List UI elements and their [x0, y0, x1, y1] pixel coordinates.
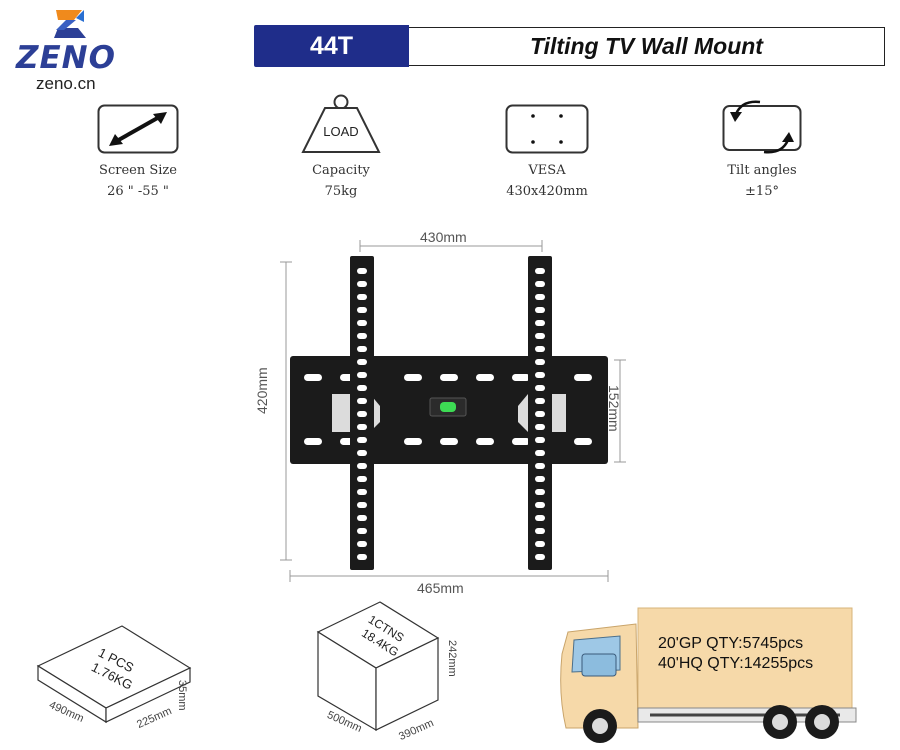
spec-label: Capacity	[312, 163, 370, 178]
arm-slot	[535, 294, 545, 300]
title-banner: Tilting TV Wall Mount	[409, 27, 885, 66]
brand-url: zeno.cn	[36, 74, 96, 93]
arm-slot	[535, 372, 545, 378]
arm-slot	[535, 307, 545, 313]
arm-slot	[535, 359, 545, 365]
arm-slot	[535, 554, 545, 560]
arm-slot	[535, 333, 545, 339]
tilt-arrows-icon	[722, 100, 802, 154]
arm-slot	[535, 463, 545, 469]
load-weight-icon: LOAD	[301, 94, 381, 153]
arm-slot	[357, 398, 367, 404]
logo-mark-icon	[54, 10, 86, 38]
page-title: Tilting TV Wall Mount	[530, 33, 763, 59]
shipping-qty: 20'GP QTY:5745pcs 40'HQ QTY:14255pcs	[658, 634, 813, 674]
arm-slot	[357, 294, 367, 300]
arm-slot	[357, 359, 367, 365]
arm-slot	[357, 489, 367, 495]
arm-slot	[357, 424, 367, 430]
spec-value: 26 " -55 "	[107, 184, 169, 199]
arm-slot	[535, 515, 545, 521]
arm-slot	[357, 554, 367, 560]
load-icon-text: LOAD	[323, 124, 358, 139]
vesa-pattern-icon	[505, 104, 589, 154]
arm-slot	[357, 515, 367, 521]
spec-vesa: VESA 430x420mm	[477, 104, 617, 202]
spec-tilt: Tilt angles ±15°	[692, 100, 832, 202]
mount-diagram	[280, 240, 626, 582]
arm-slot	[535, 385, 545, 391]
spec-value: 75kg	[324, 184, 358, 199]
spec-value: 430x420mm	[506, 184, 588, 199]
arm-slot	[535, 398, 545, 404]
arm-slot	[357, 372, 367, 378]
arm-slot	[357, 437, 367, 443]
qty-20gp: 20'GP QTY:5745pcs	[658, 635, 804, 652]
arm-slot	[535, 476, 545, 482]
arm-slot	[357, 307, 367, 313]
spec-value: ±15°	[745, 184, 779, 199]
arm-slot	[357, 333, 367, 339]
arm-slot	[535, 268, 545, 274]
dim-plate-height: 152mm	[606, 385, 622, 432]
truck-icon	[560, 607, 857, 743]
carton-drawing: 1CTNS 18.4KG	[316, 601, 440, 732]
arm-slot	[357, 268, 367, 274]
carton-height: 242mm	[446, 640, 458, 677]
brand-logo: ZENO zeno.cn	[10, 6, 130, 93]
dim-vesa-width: 430mm	[420, 229, 467, 245]
arm-slot	[357, 320, 367, 326]
arm-slot	[535, 437, 545, 443]
inner-box-height: 35mm	[176, 680, 188, 711]
dim-height: 420mm	[254, 367, 270, 414]
spec-label: Tilt angles	[727, 163, 797, 178]
arm-slot	[357, 476, 367, 482]
arm-slot	[357, 411, 367, 417]
arm-slot	[357, 385, 367, 391]
arm-slot	[357, 463, 367, 469]
qty-40hq: 40'HQ QTY:14255pcs	[658, 655, 814, 672]
arm-slot	[535, 411, 545, 417]
model-badge: 44T	[254, 25, 409, 67]
arm-slot	[357, 450, 367, 456]
arm-slot	[535, 489, 545, 495]
spec-label: VESA	[528, 163, 566, 178]
inner-box-drawing: 1 PCS 1.76KG	[36, 625, 192, 724]
spec-label: Screen Size	[99, 163, 177, 178]
spec-capacity: LOAD Capacity 75kg	[271, 94, 411, 202]
arm-slot	[357, 541, 367, 547]
spec-screen-size: Screen Size 26 " -55 "	[68, 104, 208, 202]
arm-slot	[357, 528, 367, 534]
arm-slot	[535, 346, 545, 352]
dim-overall-width: 465mm	[417, 580, 464, 596]
arm-slot	[535, 281, 545, 287]
arm-slot	[535, 320, 545, 326]
diagonal-arrow-icon	[97, 104, 179, 154]
arm-slot	[357, 281, 367, 287]
arm-slot	[535, 528, 545, 534]
brand-name: ZENO	[16, 40, 116, 76]
arm-slot	[535, 450, 545, 456]
arm-slot	[357, 346, 367, 352]
arm-slot	[535, 424, 545, 430]
arm-slot	[357, 502, 367, 508]
arm-slot	[535, 541, 545, 547]
arm-slot	[535, 502, 545, 508]
